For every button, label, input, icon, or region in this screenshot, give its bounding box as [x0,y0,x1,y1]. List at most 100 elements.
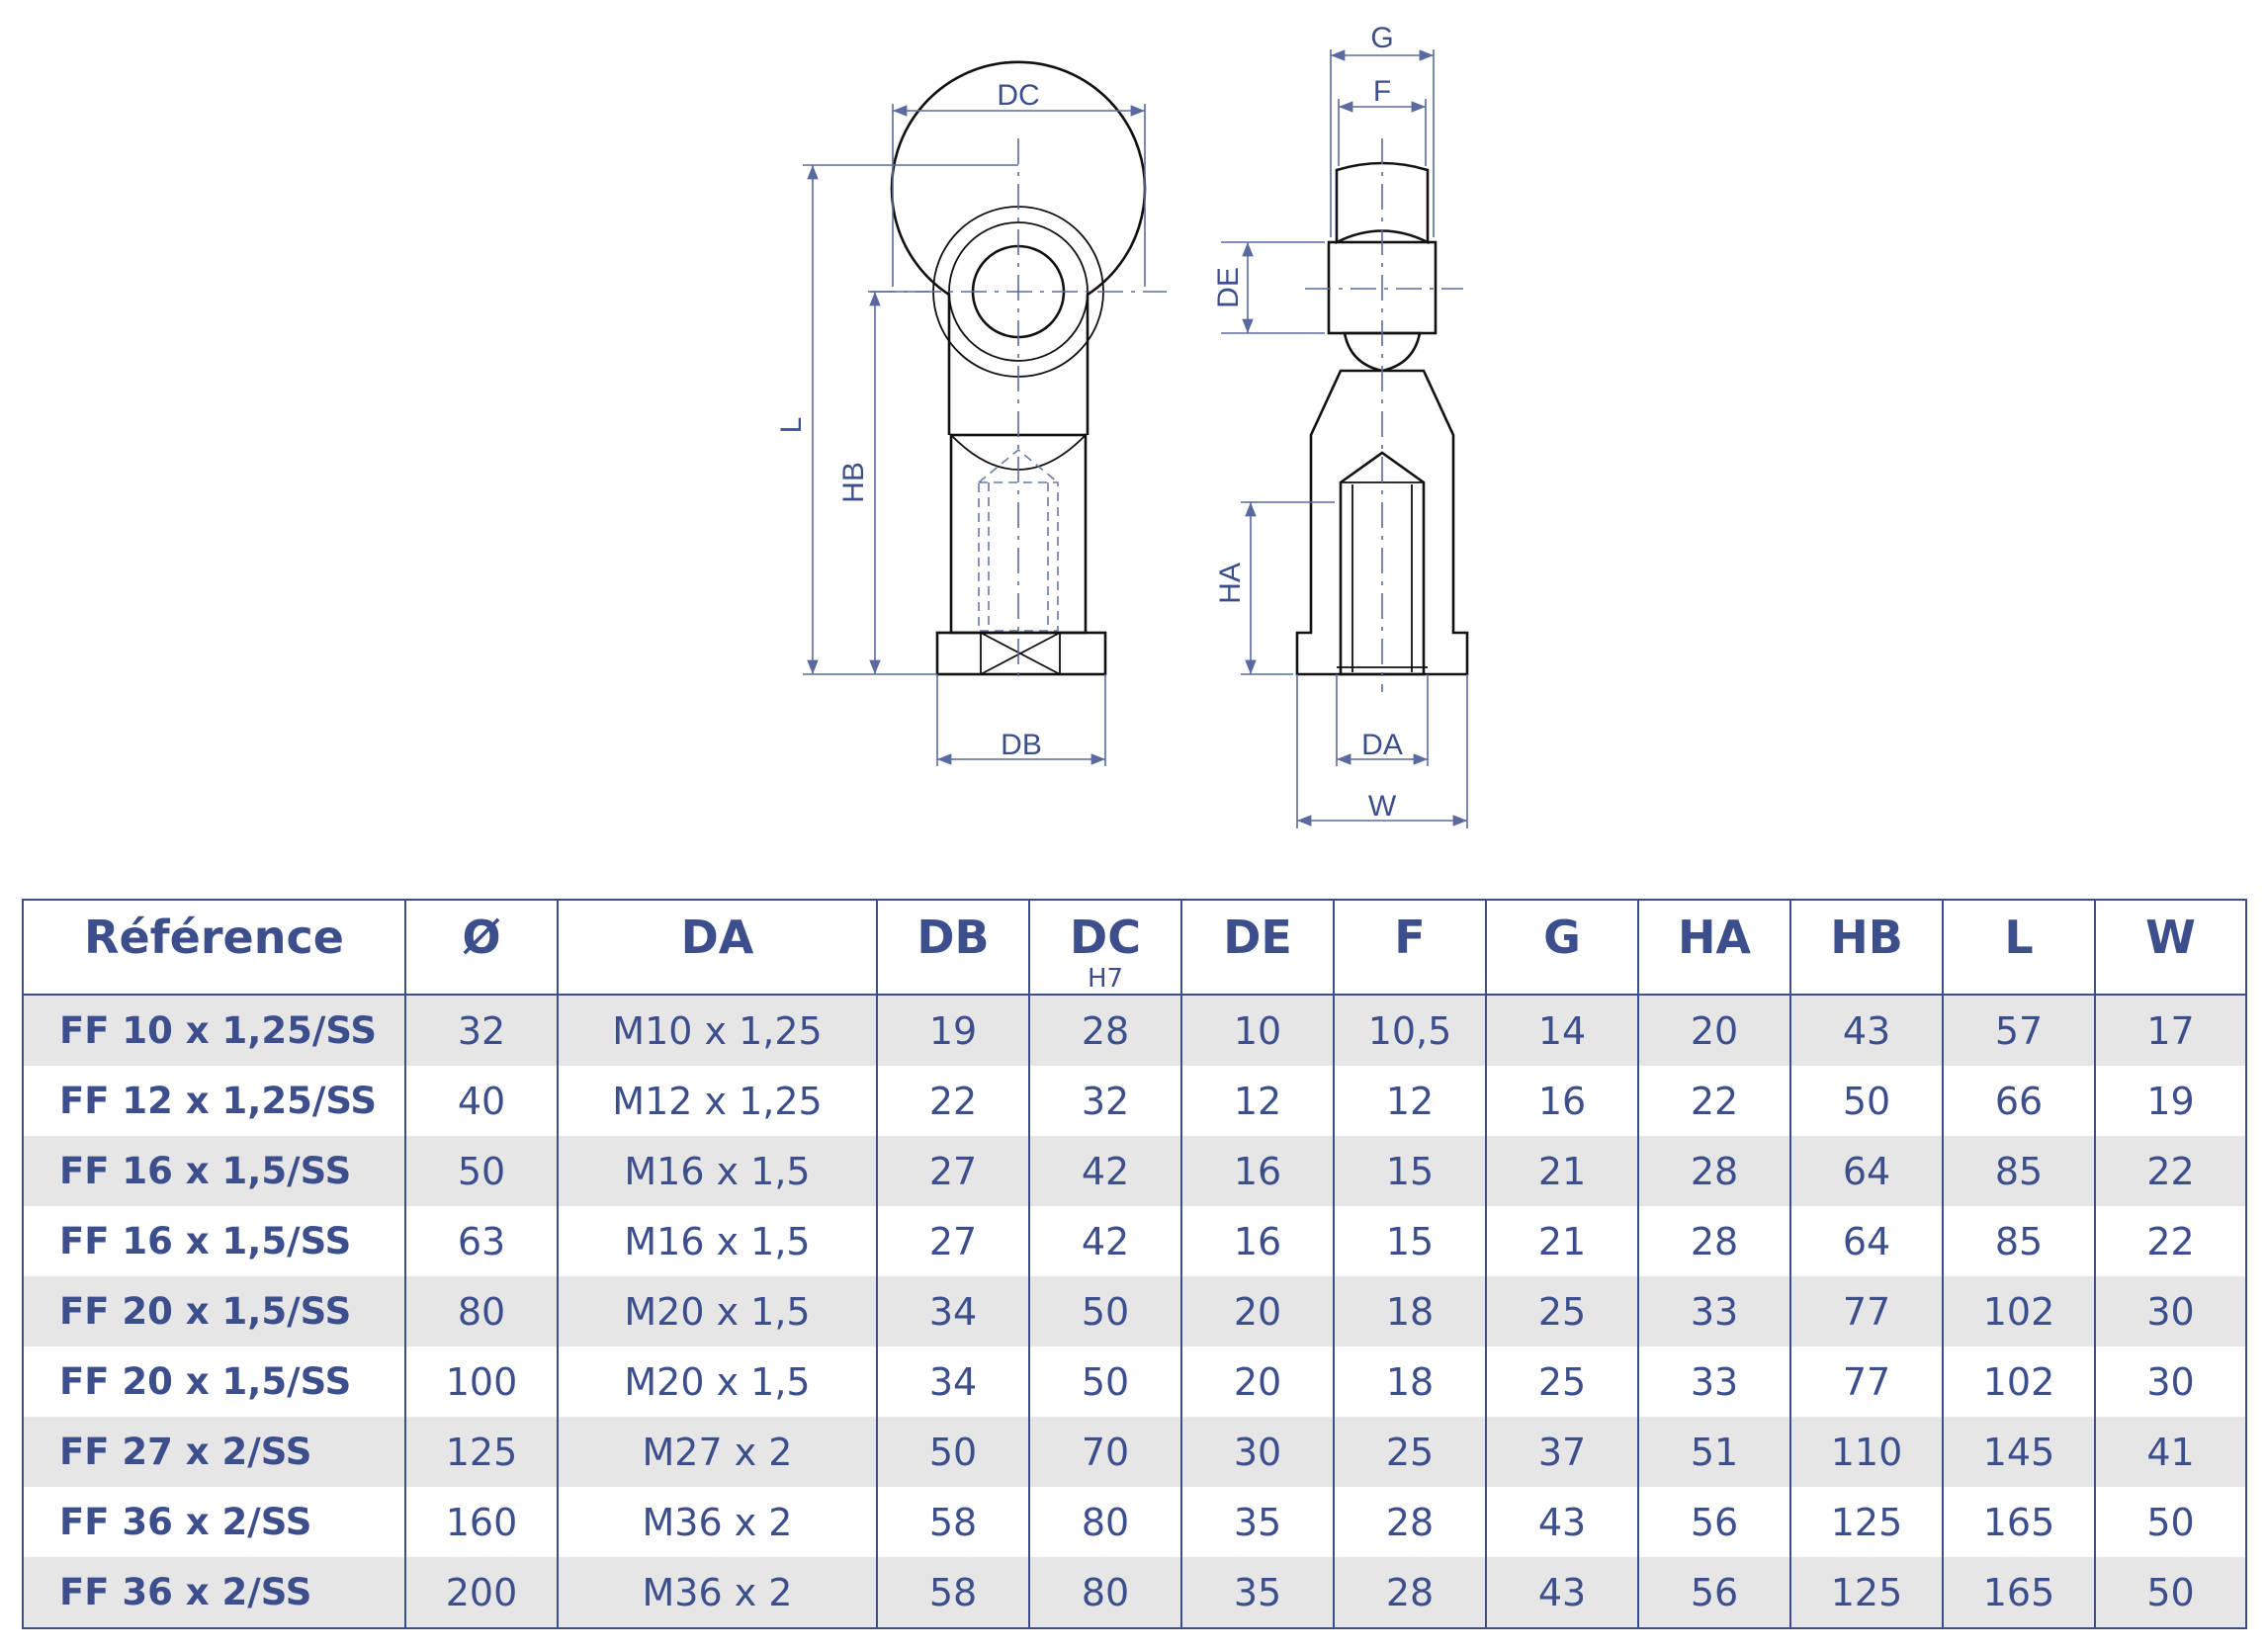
value-cell: 56 [1637,1487,1790,1557]
value-cell: 56 [1637,1557,1790,1628]
column-header-label: L [2004,911,2034,964]
value-cell: M27 x 2 [557,1417,877,1487]
value-cell: 66 [1942,1066,2095,1136]
technical-drawing: DC L HB DB G [775,22,1469,828]
value-cell: 30 [2094,1276,2246,1347]
column-header-hb: HB [1789,900,1943,996]
value-cell: 37 [1485,1417,1638,1487]
value-cell: 30 [1180,1417,1334,1487]
value-cell: 28 [1333,1487,1486,1557]
value-cell: 50 [1028,1347,1181,1417]
reference-cell: FF 10 x 1,25/SS [22,995,405,1066]
value-cell: 32 [1028,1066,1181,1136]
value-cell: 18 [1333,1347,1486,1417]
dim-label-hb: HB [837,462,870,503]
value-cell: 22 [2094,1136,2246,1206]
value-cell: 64 [1789,1206,1943,1276]
dim-label-g: G [1370,22,1393,54]
value-cell: 28 [1637,1206,1790,1276]
value-cell: 42 [1028,1136,1181,1206]
value-cell: 27 [876,1206,1029,1276]
value-cell: 25 [1485,1347,1638,1417]
value-cell: 22 [1637,1066,1790,1136]
value-cell: 28 [1637,1136,1790,1206]
column-header-ha: HA [1637,900,1790,996]
value-cell: 17 [2094,995,2246,1066]
column-header-l: L [1942,900,2095,996]
value-cell: 16 [1180,1206,1334,1276]
value-cell: 20 [1180,1347,1334,1417]
column-header-label: Référence [84,911,344,964]
value-cell: 20 [1637,995,1790,1066]
value-cell: 43 [1485,1557,1638,1628]
value-cell: 43 [1789,995,1943,1066]
dim-label-db: DB [1001,729,1042,761]
value-cell: 200 [404,1557,558,1628]
value-cell: 80 [1028,1557,1181,1628]
value-cell: 25 [1485,1276,1638,1347]
value-cell: 50 [404,1136,558,1206]
value-cell: 12 [1333,1066,1486,1136]
dim-label-l: L [775,417,808,434]
value-cell: 33 [1637,1276,1790,1347]
value-cell: 28 [1333,1557,1486,1628]
value-cell: 15 [1333,1206,1486,1276]
value-cell: 85 [1942,1206,2095,1276]
side-view: G F DE HA DA W [1212,22,1469,828]
value-cell: M36 x 2 [557,1487,877,1557]
value-cell: M16 x 1,5 [557,1206,877,1276]
column-header-ø: Ø [404,900,558,996]
value-cell: 125 [1789,1557,1943,1628]
value-cell: 43 [1485,1487,1638,1557]
column-header-label: DE [1223,911,1292,964]
value-cell: 34 [876,1276,1029,1347]
column-header-label: W [2145,911,2196,964]
column-header-label: HA [1677,911,1752,964]
value-cell: 19 [876,995,1029,1066]
value-cell: 102 [1942,1276,2095,1347]
value-cell: 34 [876,1347,1029,1417]
value-cell: 85 [1942,1136,2095,1206]
value-cell: M20 x 1,5 [557,1347,877,1417]
value-cell: M36 x 2 [557,1557,877,1628]
column-header-tolerance: H7 [1087,964,1124,994]
value-cell: 145 [1942,1417,2095,1487]
value-cell: 50 [2094,1557,2246,1628]
value-cell: 19 [2094,1066,2246,1136]
value-cell: 64 [1789,1136,1943,1206]
column-header-f: F [1333,900,1486,996]
value-cell: 16 [1180,1136,1334,1206]
reference-cell: FF 12 x 1,25/SS [22,1066,405,1136]
reference-cell: FF 27 x 2/SS [22,1417,405,1487]
reference-cell: FF 16 x 1,5/SS [22,1206,405,1276]
value-cell: 51 [1637,1417,1790,1487]
column-header-db: DB [876,900,1029,996]
value-cell: 165 [1942,1557,2095,1628]
value-cell: 35 [1180,1487,1334,1557]
reference-cell: FF 16 x 1,5/SS [22,1136,405,1206]
value-cell: 32 [404,995,558,1066]
dim-label-f: F [1373,75,1391,108]
value-cell: 125 [1789,1487,1943,1557]
value-cell: 16 [1485,1066,1638,1136]
reference-cell: FF 20 x 1,5/SS [22,1276,405,1347]
column-header-label: G [1543,911,1581,964]
value-cell: 50 [1028,1276,1181,1347]
value-cell: 80 [1028,1487,1181,1557]
dim-label-w: W [1368,790,1397,823]
value-cell: 100 [404,1347,558,1417]
column-header-label: DB [916,911,990,964]
value-cell: 10 [1180,995,1334,1066]
value-cell: M10 x 1,25 [557,995,877,1066]
dim-label-de: DE [1212,267,1245,308]
dim-label-ha: HA [1214,563,1247,604]
value-cell: 80 [404,1276,558,1347]
column-header-reference: Référence [22,900,405,996]
